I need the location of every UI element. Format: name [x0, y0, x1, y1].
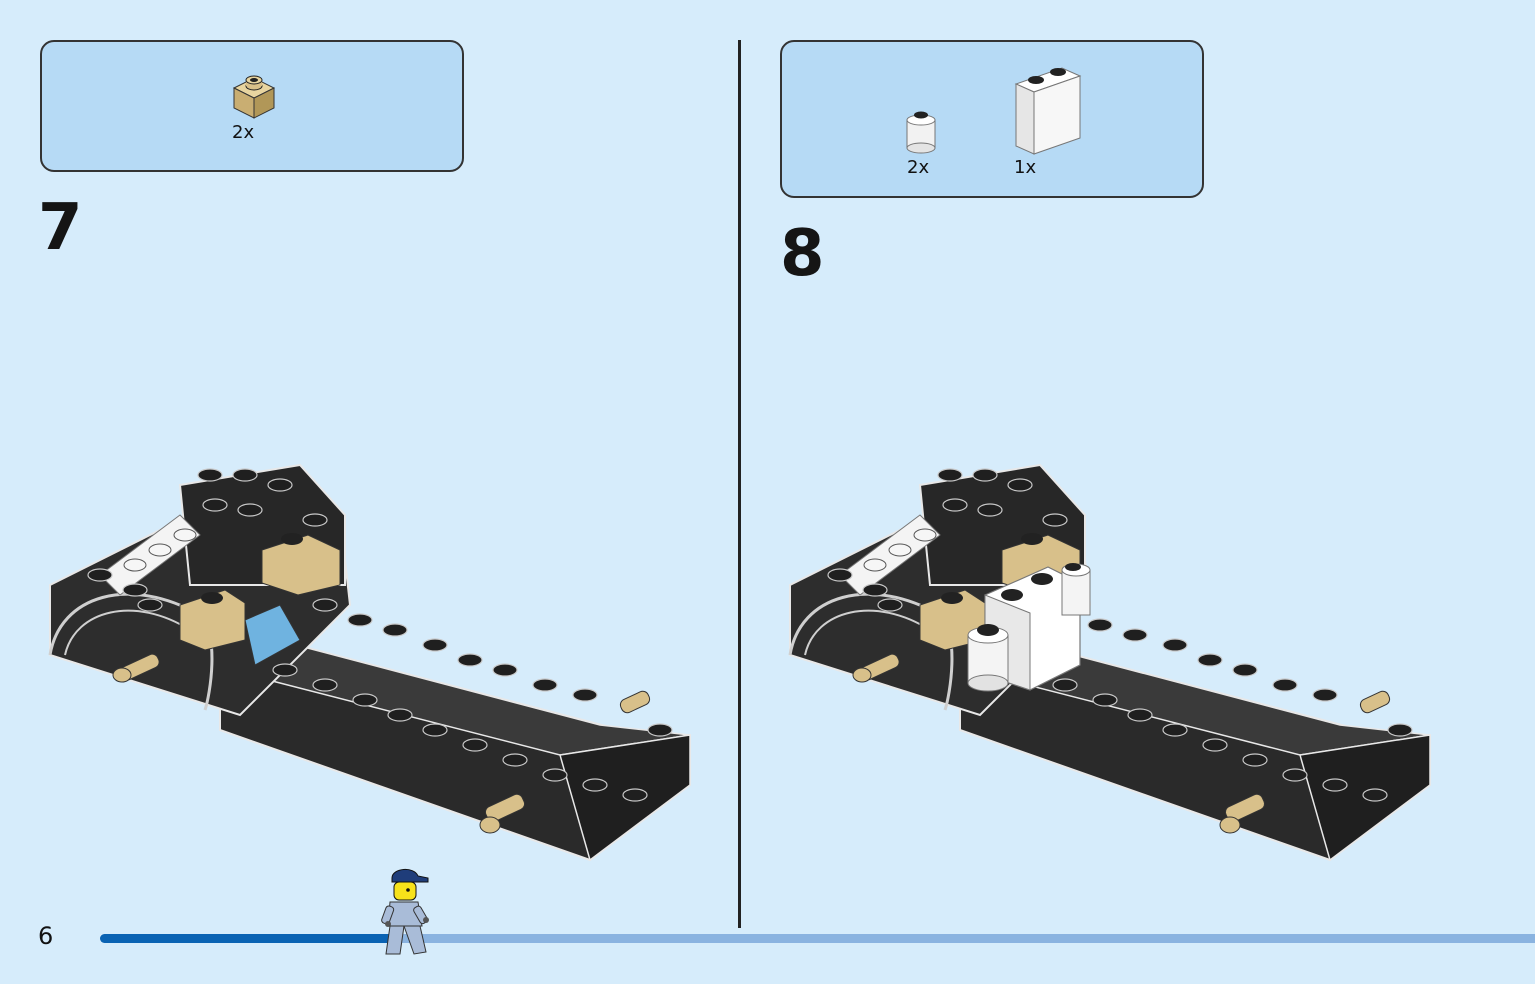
part-quantity: 1x [1014, 157, 1037, 178]
parts-callout-step-8: 2x 1x [780, 40, 1204, 198]
page-number: 6 [38, 922, 54, 950]
step-divider [738, 40, 741, 928]
minifigure-walker-icon [381, 869, 429, 955]
step-number-8: 8 [780, 217, 825, 291]
white-round-brick-icon [906, 111, 936, 154]
chassis-model-step-7 [48, 463, 691, 862]
part-quantity: 2x [232, 122, 255, 143]
progress-bar-completed [100, 934, 400, 943]
progress-bar-remaining [395, 934, 1535, 943]
parts-callout-step-7: 2x [40, 40, 464, 172]
tan-1x1-brick-icon [232, 75, 276, 119]
step-number-7: 7 [38, 191, 83, 265]
white-1x2x2-brick-icon [1014, 67, 1082, 155]
part-quantity: 2x [907, 157, 930, 178]
chassis-model-step-8 [788, 463, 1431, 862]
